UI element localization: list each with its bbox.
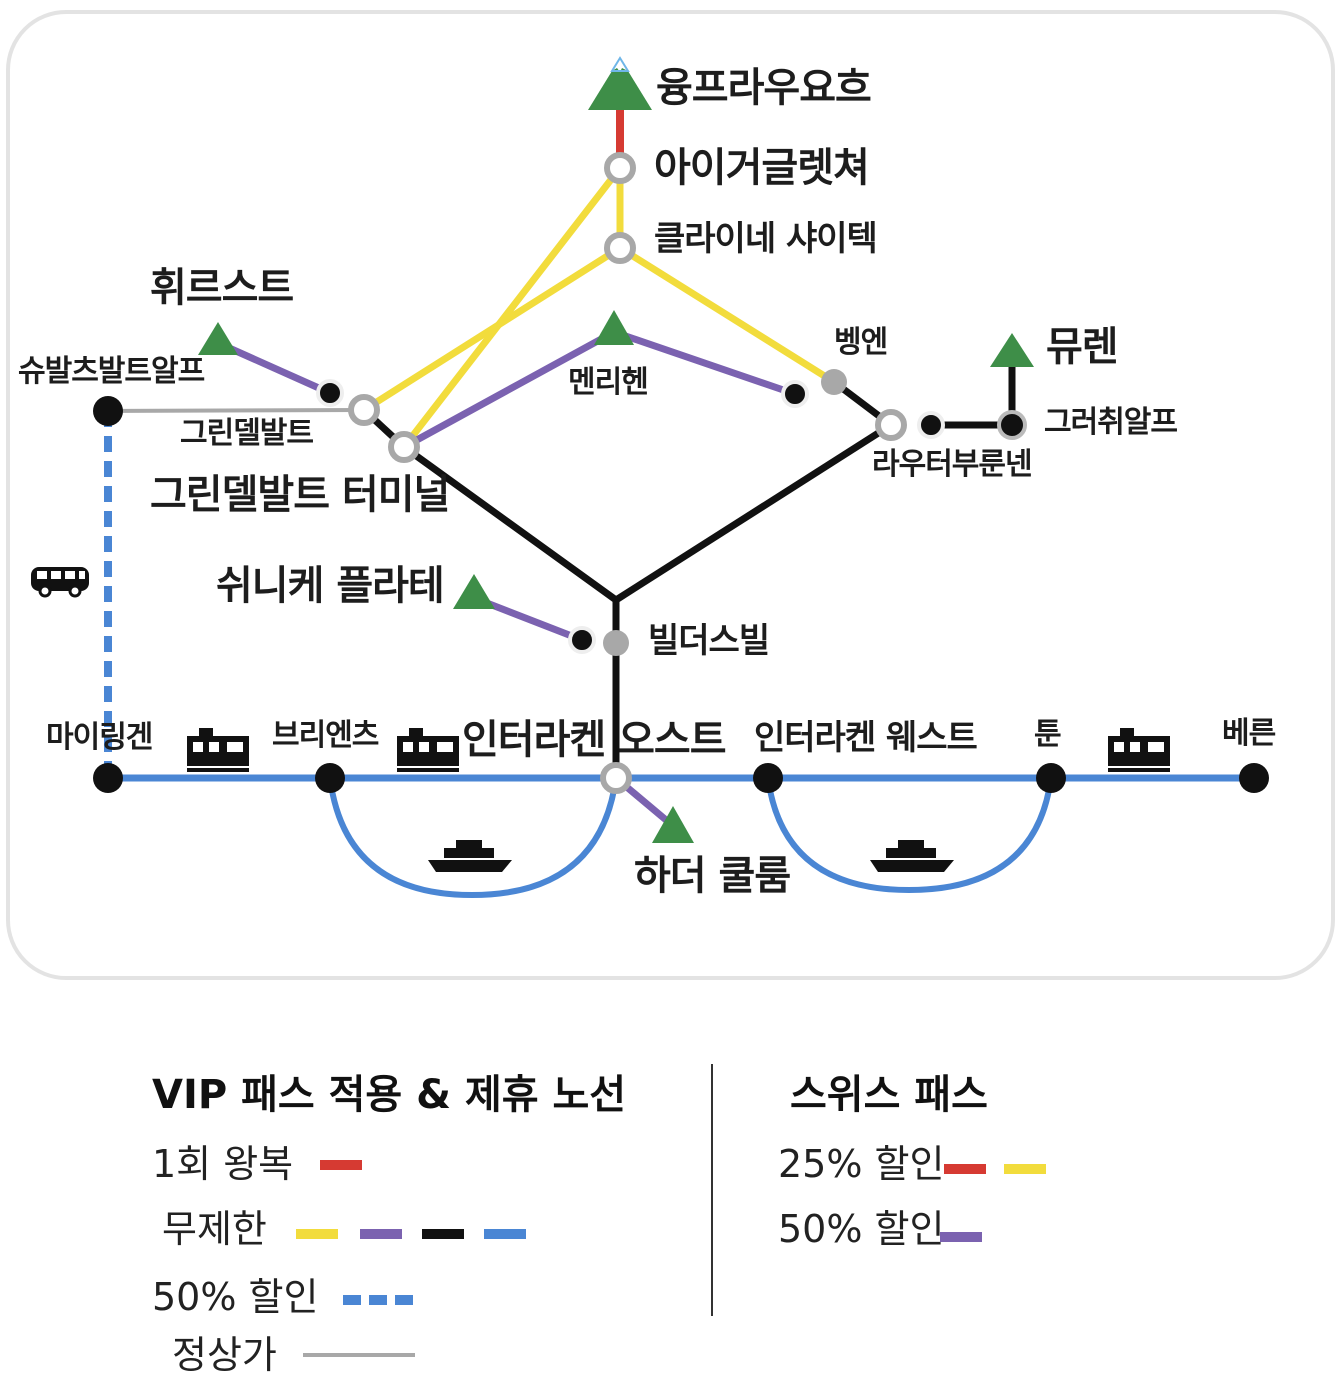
line-yellow-eiger-terminal — [401, 165, 623, 450]
line-gray-schwarzwaldalp — [107, 408, 365, 413]
legend-swatch-purple — [360, 1229, 402, 1239]
legend-swatch-swiss-red — [944, 1164, 986, 1174]
mountain-icon — [990, 333, 1034, 367]
label-schynige-platte: 쉬니케 플라테 — [216, 563, 445, 609]
station-schynige-base — [568, 626, 596, 654]
legend-swatch-black — [422, 1229, 464, 1239]
legend-swatch-yellow — [296, 1229, 338, 1239]
label-interlaken-ost: 인터라켄 오스트 — [462, 717, 727, 763]
legend-swatch-gray — [303, 1353, 415, 1357]
station-eigergletscher — [604, 152, 636, 184]
train-icon — [397, 728, 459, 772]
mountain-icon — [453, 574, 495, 609]
station-interlaken-west — [753, 763, 783, 793]
station-interlaken-ost — [600, 762, 632, 794]
boat-icon — [870, 840, 954, 872]
station-brienz — [315, 763, 345, 793]
label-thun: 툰 — [1034, 717, 1062, 752]
mountain-icon — [588, 56, 652, 110]
station-wengen — [821, 369, 847, 395]
legend-swiss-half-off: 50% 할인 — [778, 1207, 945, 1251]
station-thun — [1036, 763, 1066, 793]
label-bern: 베른 — [1222, 716, 1276, 751]
station-first-base — [316, 379, 344, 407]
legend-swatch-blue-dashed — [343, 1295, 417, 1305]
station-mannlichen-base — [781, 380, 809, 408]
label-kleine-scheidegg: 클라이네 샤이텍 — [654, 219, 878, 259]
legend-half-off: 50% 할인 — [152, 1275, 319, 1319]
mountain-icon — [198, 322, 238, 355]
station-grindelwald-terminal — [388, 431, 420, 463]
legend-quarter-off: 25% 할인 — [778, 1142, 945, 1186]
station-schwarzwaldalp — [93, 396, 123, 426]
label-lauterbrunnen: 라우터부룬넨 — [872, 447, 1033, 482]
legend-regular: 정상가 — [172, 1333, 277, 1377]
line-black-lauterbrunnen-wilderswil — [614, 422, 893, 603]
line-yellow-kleine-wengen — [618, 245, 836, 385]
mountain-icon — [652, 806, 694, 843]
label-first: 휘르스트 — [150, 265, 294, 311]
label-harder-kulm: 하더 쿨룸 — [634, 853, 791, 899]
label-grindelwald-terminal: 그린델발트 터미널 — [150, 472, 450, 518]
mountain-icon — [594, 310, 634, 345]
label-grindelwald: 그린델발트 — [180, 416, 314, 451]
legend-vip-title: VIP 패스 적용 & 제휴 노선 — [152, 1072, 627, 1118]
label-wengen: 벵엔 — [834, 325, 888, 360]
station-wilderswil — [603, 630, 629, 656]
label-murren: 뮤렌 — [1046, 324, 1119, 370]
legend-swatch-red — [320, 1160, 362, 1170]
legend-unlimited: 무제한 — [162, 1207, 267, 1251]
station-lauterbrunnen — [875, 409, 907, 441]
legend-divider — [711, 1064, 713, 1316]
legend-round-trip: 1회 왕복 — [152, 1142, 294, 1186]
label-jungfraujoch: 융프라우요흐 — [656, 65, 872, 111]
label-eigergletscher: 아이거글렛쳐 — [654, 145, 870, 191]
label-interlaken-west: 인터라켄 웨스트 — [754, 718, 978, 758]
station-grindelwald — [348, 394, 380, 426]
line-yellow-kleine-grindelwald — [362, 245, 622, 413]
station-grutschalp — [997, 410, 1027, 440]
station-bern — [1239, 763, 1269, 793]
legend-swatch-swiss-yellow — [1004, 1164, 1046, 1174]
legend-swatch-blue — [484, 1229, 526, 1239]
label-mannlichen: 멘리헨 — [568, 365, 649, 400]
line-purple-first — [216, 339, 332, 397]
line-blue-boat-brienz — [327, 777, 619, 899]
station-kleine-scheidegg — [604, 232, 636, 264]
station-meiringen — [93, 763, 123, 793]
train-icon — [1108, 728, 1170, 772]
station-lauterbrunnen-cable — [917, 411, 945, 439]
label-meiringen: 마이링겐 — [46, 720, 153, 755]
label-brienz: 브리엔츠 — [272, 718, 379, 753]
label-wilderswil: 빌더스빌 — [648, 621, 770, 661]
label-grutschalp: 그러취알프 — [1044, 405, 1178, 440]
label-schwarzwaldalp: 슈발츠발트알프 — [18, 354, 205, 389]
legend-swiss-title: 스위스 패스 — [790, 1072, 988, 1118]
boat-icon — [428, 840, 512, 872]
legend-swatch-swiss-purple — [940, 1232, 982, 1242]
line-blue-boat-thun — [765, 777, 1054, 894]
bus-icon — [31, 567, 89, 598]
train-icon — [187, 728, 249, 772]
